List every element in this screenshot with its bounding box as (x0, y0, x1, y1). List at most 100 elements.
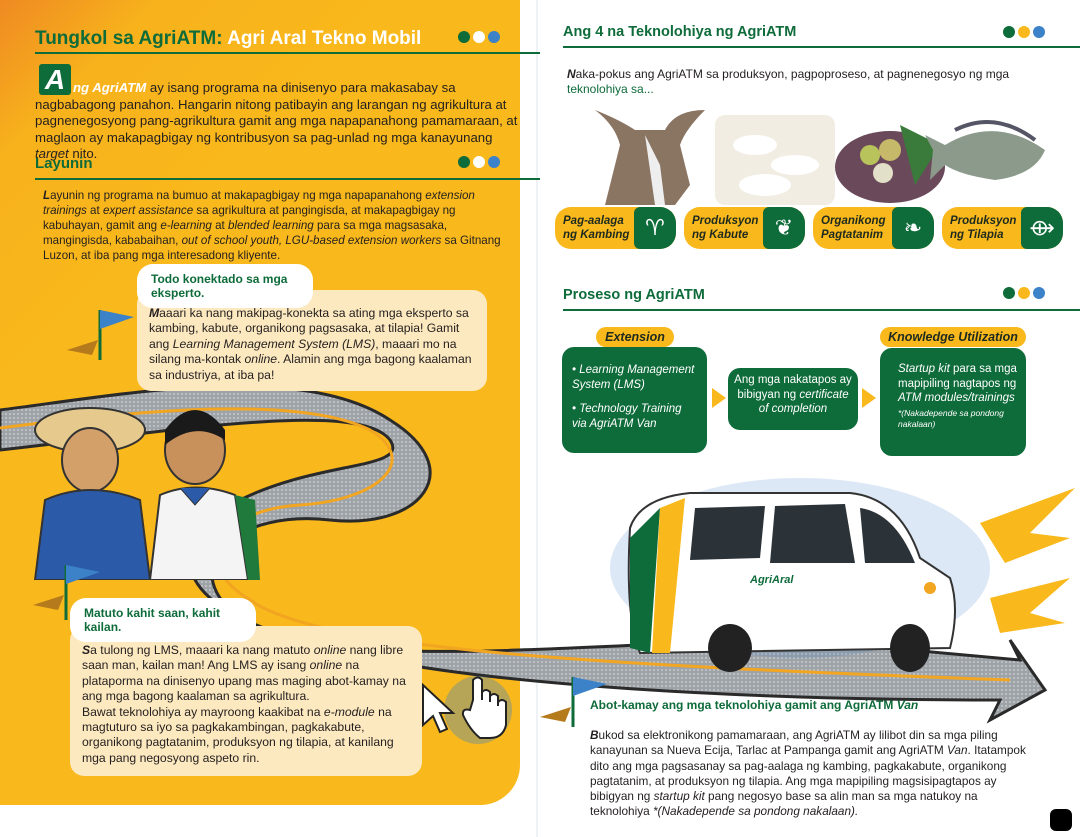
text-segment: sa Gitnang Luzon, at iba pang mga intere… (43, 234, 501, 262)
text-segment: B (590, 728, 599, 742)
text-segment: startup kit (653, 789, 705, 804)
text-segment: Ang mga nakatapos ay bibigyan ng (734, 374, 852, 401)
text-segment: Startup kit (898, 363, 950, 375)
flag-icon (33, 565, 100, 620)
decorative-dots (1003, 26, 1045, 38)
decorative-dots (458, 156, 500, 168)
text-segment: ukod sa elektronikong pamamaraan, ang Ag… (590, 728, 998, 758)
text-segment: expert assistance (102, 204, 194, 217)
layunin-paragraph: Layunin ng programa na bumuo at makapagb… (43, 188, 517, 263)
title-divider (35, 52, 540, 54)
farmers-illustration (33, 407, 260, 580)
lightning-bolt-icon (990, 578, 1070, 633)
learn-anywhere-heading: Matuto kahit saan, kahit kailan. (70, 598, 256, 642)
mushroom-photo (715, 115, 835, 205)
text-segment: *(Nakadepende sa pondong nakalaan). (652, 804, 859, 819)
arrow-cursor-icon (422, 682, 456, 734)
text-segment: target (35, 146, 69, 161)
process-heading: Proseso ng AgriATM (563, 287, 705, 303)
lightning-bolt-icon (980, 488, 1075, 563)
technology-organic: Organikong Pagtatanim❧ (813, 207, 934, 249)
text-segment: , maaari mo na silang ma-kontak (149, 336, 457, 367)
text-segment: a tulong ng LMS, maaari ka nang matuto (90, 643, 314, 657)
text-segment: online (309, 658, 343, 673)
knowledge-utilization-label: Knowledge Utilization (880, 327, 1026, 347)
intro-paragraph: ng AgriATM ay isang programa na diniseny… (35, 80, 519, 163)
text-segment: e-learning (160, 219, 212, 232)
extension-box: • Learning Management System (LMS) • Tec… (562, 347, 707, 453)
ku-text: Startup kit para sa mga mapipiling nagta… (898, 362, 1018, 406)
text-segment: out of school youth, LGU-based extension… (181, 234, 442, 247)
technology-label: Pag-aalaga ng Kambing (563, 215, 630, 241)
technology-label: Organikong Pagtatanim (821, 215, 886, 241)
decorative-dots (458, 31, 500, 43)
text-segment: extension trainings (43, 189, 475, 217)
text-segment: online (313, 643, 347, 657)
text-segment: at (211, 219, 228, 232)
text-segment: ATM modules/trainings (898, 392, 1015, 404)
text-segment: Van (896, 698, 919, 712)
technologies-divider (563, 46, 1080, 48)
extension-label: Extension (596, 327, 674, 347)
title-green-part: Tungkol sa AgriATM: (35, 28, 223, 49)
mushroom-icon: ❦ (763, 207, 805, 249)
fish-icon: ⟴ (1021, 207, 1063, 249)
van-paragraph: Bukod sa elektronikong pamamaraan, ang A… (590, 728, 1035, 820)
text-segment: Abot-kamay ang mga teknolohiya gamit ang… (590, 698, 897, 712)
text-segment: certificate of completion (758, 388, 849, 416)
technology-tilapia: Produksyon ng Tilapia⟴ (942, 207, 1063, 249)
goat-icon: ♈ (634, 207, 676, 249)
learn-anywhere-text: Sa tulong ng LMS, maaari ka nang matuto … (70, 626, 422, 776)
layunin-divider (35, 178, 540, 180)
extension-item: Technology Training via AgriATM Van (572, 403, 682, 430)
technologies-heading: Ang 4 na Teknolohiya ng AgriATM (563, 24, 797, 40)
page-divider (536, 0, 538, 837)
vegetables-photo (835, 125, 945, 203)
text-segment: . Itatampok dito ang mga pagsasanay sa p… (590, 743, 1026, 804)
knowledge-utilization-box: Startup kit para sa mga mapipiling nagta… (880, 348, 1026, 456)
van-logo: AgriAral (749, 574, 794, 586)
technology-list: Pag-aalaga ng Kambing♈ Produksyon ng Kab… (555, 207, 1063, 249)
technology-photos (595, 110, 1045, 205)
agriatm-van-illustration: AgriAral (610, 478, 1075, 672)
intro-text-green: teknolohiya sa... (567, 82, 654, 96)
text-segment: sa agrikultura at pangingisda, at makapa… (43, 204, 456, 232)
expert-connect-heading: Todo konektado sa mga eksperto. (137, 264, 313, 308)
dropcap: A (39, 64, 71, 95)
decorative-dots (1003, 287, 1045, 299)
flag-icon (540, 677, 607, 727)
intro-text: aka-pokus ang AgriATM sa produksyon, pag… (575, 67, 1010, 81)
arrow-right-icon (712, 388, 726, 408)
text-segment: pang negosyo base sa alin man sa mga nat… (590, 789, 978, 819)
text-segment: blended learning (228, 219, 314, 232)
arrow-right-icon (862, 388, 876, 408)
text-segment: ay isang programa na dinisenyo para maka… (35, 80, 518, 145)
text-segment: nang libre saan man, kailan man! Ang LMS… (82, 643, 404, 673)
technology-mushroom: Produksyon ng Kabute❦ (684, 207, 805, 249)
technology-label: Produksyon ng Kabute (692, 215, 759, 241)
title-white-part: Agri Aral Tekno Mobil (222, 28, 422, 49)
text-segment: ayunin ng programa na bumuo at makapagbi… (50, 189, 426, 202)
layunin-heading: Layunin (35, 155, 93, 172)
text-segment: Van (946, 743, 968, 758)
text-segment: para sa mga mapipiling nagtapos ng (898, 363, 1017, 390)
certificate-box: Ang mga nakatapos ay bibigyan ng certifi… (728, 368, 858, 430)
text-segment: ng AgriATM (73, 80, 147, 95)
text-segment: . Alamin ang mga bagong kaalaman sa indu… (149, 352, 472, 382)
technology-goat: Pag-aalaga ng Kambing♈ (555, 207, 676, 249)
text-segment: M (149, 306, 160, 320)
text-segment: S (82, 643, 91, 657)
extension-item: Learning Management System (LMS) (572, 364, 695, 391)
text-segment: na magtuturo sa iyo sa pagkakambingan, p… (82, 704, 394, 765)
text-segment: online (244, 352, 278, 367)
flag-icon (67, 310, 134, 360)
text-segment: para sa mga magsasaka, mangingisda, kaba… (43, 219, 448, 247)
text-segment: nito. (68, 146, 98, 161)
text-segment: na plataporma na dinisenyo upang mas mag… (82, 658, 406, 719)
text-segment: aaari ka nang makipag-konekta sa ating m… (149, 306, 469, 351)
technology-label: Produksyon ng Tilapia (950, 215, 1017, 241)
text-segment: at (86, 204, 103, 217)
leaf-icon: ❧ (892, 207, 934, 249)
text-segment: L (43, 189, 51, 202)
ku-note: *(Nakadepende sa pondong nakalaan) (898, 407, 1004, 429)
